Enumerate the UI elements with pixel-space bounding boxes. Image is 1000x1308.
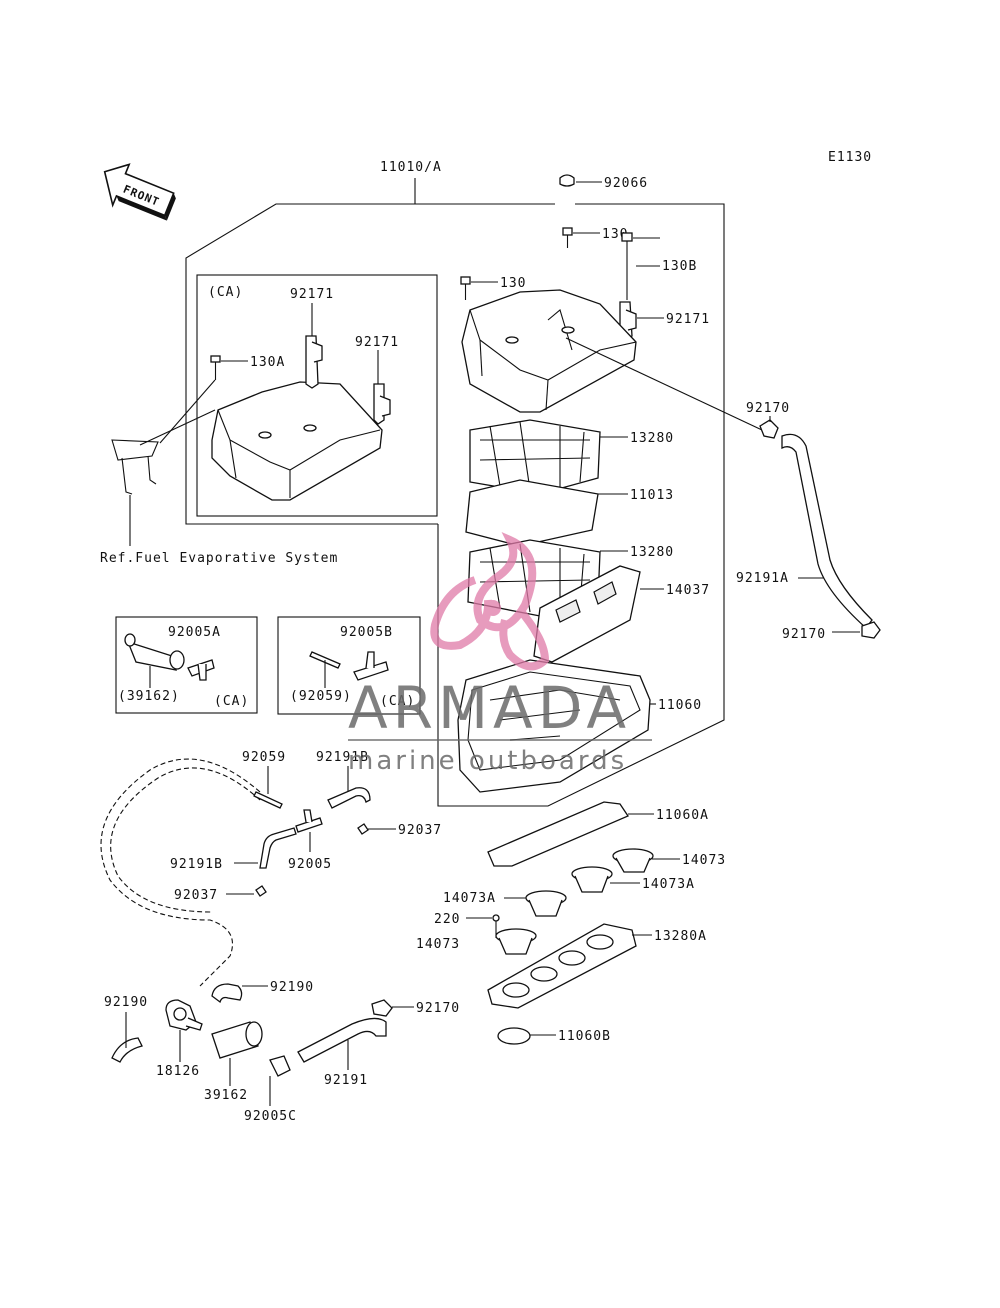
oring-11060b [497,1027,531,1045]
label-92059: 92059 [242,750,286,765]
label-92171-ca-a: 92171 [290,287,334,302]
hose-92191b-top [327,787,371,809]
label-92190-left: 92190 [104,995,148,1010]
clamp-92170-mid [861,621,881,639]
ca-bolt-130a [210,355,221,380]
ca-air-cleaner-cover [211,381,383,501]
fitting-92005c [269,1055,291,1077]
tee-92005 [295,809,323,833]
box1-bottom-right-label: (CA) [214,694,249,709]
bolt-130b [621,232,633,300]
label-18126: 18126 [156,1064,200,1079]
label-92171-ca-b: 92171 [355,335,399,350]
funnel-14073-top [612,848,654,873]
label-13280a: 13280A [654,929,707,944]
funnel-14073a-right [571,866,613,893]
diagram-code: E1130 [828,150,872,165]
pipe-92059 [253,791,283,809]
label-13280-top: 13280 [630,431,674,446]
watermark-logo-icon [430,532,550,671]
label-92066: 92066 [604,176,648,191]
bolt-130-left [460,276,471,300]
base-plate-13280a [487,923,637,1009]
box1-bottom-left-label: (39162) [118,689,180,704]
housing-11060 [457,659,651,793]
clamp-92170-bottom [371,999,393,1017]
hose-92191b-left [259,827,297,869]
label-92170-mid: 92170 [782,627,826,642]
label-11060: 11060 [658,698,702,713]
label-11060b: 11060B [558,1029,611,1044]
valve-18126 [165,999,203,1031]
funnel-14073-left [495,928,537,955]
hose-92191a [781,433,873,629]
front-arrow-icon: FRONT [103,163,176,221]
hose-92190-left [111,1037,143,1063]
label-92171-right: 92171 [666,312,710,327]
label-39162: 39162 [204,1088,248,1103]
label-13280-mid: 13280 [630,545,674,560]
box-92005a [115,616,258,714]
ca-box [196,274,438,517]
ref-note: Ref.Fuel Evaporative System [100,551,338,566]
filter-element-11013 [465,479,599,547]
screen-13280-top [469,419,601,495]
hose-92190-right [211,983,243,1004]
clip-92037-a [357,823,369,835]
label-130b: 130B [662,259,697,274]
ca-clip-a [305,335,323,389]
label-92191b-top: 92191B [316,750,369,765]
watermark-subtitle: marine outboards [348,746,627,776]
filter-39162 [211,1021,263,1059]
tee-92005b [353,651,389,681]
label-220: 220 [434,912,460,927]
breather-hose-loop [100,758,261,987]
box1-top-label: 92005A [168,625,221,640]
box2-bottom-right-label: (CA) [380,694,415,709]
box-92005b [277,616,421,715]
label-92037-a: 92037 [398,823,442,838]
label-92170-bottom: 92170 [416,1001,460,1016]
label-92037-b: 92037 [174,888,218,903]
label-14073-top: 14073 [682,853,726,868]
part-14037 [533,565,641,663]
label-130-top: 130 [602,227,628,242]
filter-39162-box [124,633,185,671]
watermark-title: ARMADA [348,674,631,742]
ca-clip-b [373,383,391,425]
clip-92037-b [255,885,267,897]
box2-bottom-left-label: (92059) [290,689,352,704]
funnel-14073a-left [525,890,567,917]
label-92005c: 92005C [244,1109,297,1124]
label-14037: 14037 [666,583,710,598]
label-14073a-right: 14073A [642,877,695,892]
assembly-outline [185,178,725,807]
clamp-92170-top [759,419,779,439]
ca-box-label: (CA) [208,285,243,300]
label-92191b-left: 92191B [170,857,223,872]
label-14073-left: 14073 [416,937,460,952]
label-92190-right: 92190 [270,980,314,995]
assembly-label: 11010/A [380,160,442,175]
hose-92191 [297,1017,387,1063]
label-92005: 92005 [288,857,332,872]
label-92191: 92191 [324,1073,368,1088]
label-130-left: 130 [500,276,526,291]
label-92191a: 92191A [736,571,789,586]
grommet-92066 [559,174,575,187]
bolt-130-top [562,227,573,248]
label-11060a: 11060A [656,808,709,823]
box2-top-label: 92005B [340,625,393,640]
air-cleaner-cover [461,289,637,413]
ca-evap-bracket [111,379,216,495]
label-14073a-left: 14073A [443,891,496,906]
gasket-11060a [487,801,629,867]
label-130a: 130A [250,355,285,370]
label-11013: 11013 [630,488,674,503]
label-92170-top: 92170 [746,401,790,416]
tee-92005a [187,659,215,681]
